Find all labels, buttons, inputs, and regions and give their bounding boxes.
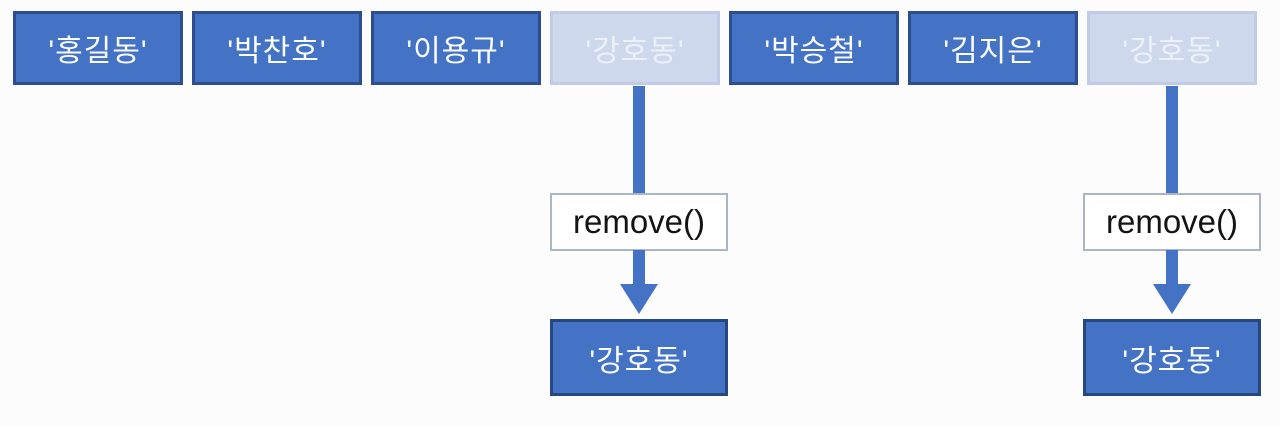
- remove-method-label: remove(): [1105, 203, 1239, 240]
- down-arrow-shaft: [633, 86, 645, 194]
- list-item: '김지은': [908, 11, 1078, 85]
- down-arrow-shaft: [1166, 86, 1178, 194]
- remove-method-label: remove(): [572, 203, 706, 240]
- list-item: '박승철': [729, 11, 899, 85]
- removed-item-label: '강호동': [1122, 344, 1222, 378]
- removed-item-label: '강호동': [589, 344, 689, 378]
- remove-method-label-box: remove(): [1083, 193, 1261, 251]
- list-item: '이용규': [371, 11, 541, 85]
- down-arrow-head-icon: [1153, 284, 1191, 314]
- list-item-highlighted: '강호동': [1087, 11, 1257, 85]
- list-item-highlighted: '강호동': [550, 11, 720, 85]
- remove-method-label-box: remove(): [550, 193, 728, 251]
- removed-item-box: '강호동': [550, 319, 728, 396]
- down-arrow-shaft: [1166, 250, 1178, 286]
- removed-item-box: '강호동': [1083, 319, 1261, 396]
- list-item: '홍길동': [13, 11, 183, 85]
- list-item: '박찬호': [192, 11, 362, 85]
- down-arrow-shaft: [633, 250, 645, 286]
- down-arrow-head-icon: [620, 284, 658, 314]
